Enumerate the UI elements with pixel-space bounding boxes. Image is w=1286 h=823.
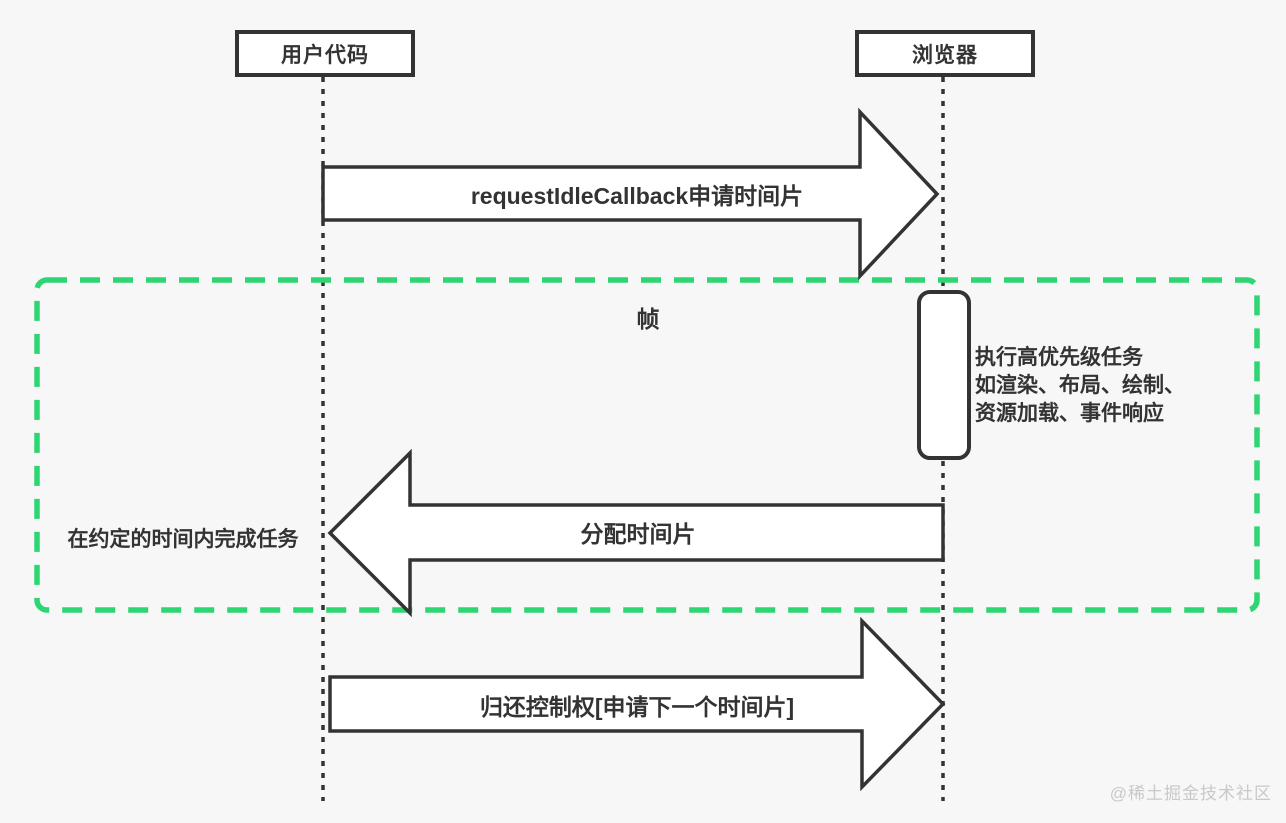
actor-user-code-label: 用户代码	[281, 43, 369, 67]
complete-in-time-note: 在约定的时间内完成任务	[67, 528, 299, 551]
allocate-arrow	[327, 448, 945, 618]
high-priority-note-line: 执行高优先级任务	[975, 346, 1143, 369]
frame-border	[34, 277, 1260, 613]
watermark: @稀土掘金技术社区	[1109, 784, 1272, 803]
high-priority-note-line: 资源加载、事件响应	[975, 402, 1164, 425]
return-arrow	[328, 616, 946, 792]
actor-browser: 浏览器	[855, 30, 1035, 77]
request-arrow	[321, 107, 940, 281]
return-arrow-label: 归还控制权[申请下一个时间片]	[479, 694, 795, 720]
activation-bar	[917, 290, 971, 460]
high-priority-note: 执行高优先级任务 如渲染、布局、绘制、 资源加载、事件响应	[975, 344, 1185, 428]
actor-browser-label: 浏览器	[912, 43, 978, 67]
high-priority-note-line: 如渲染、布局、绘制、	[975, 374, 1185, 397]
request-arrow-label: requestIdleCallback申请时间片	[470, 183, 804, 209]
actor-user-code: 用户代码	[235, 30, 415, 77]
allocate-arrow-label: 分配时间片	[580, 521, 696, 547]
frame-title: 帧	[636, 306, 660, 332]
